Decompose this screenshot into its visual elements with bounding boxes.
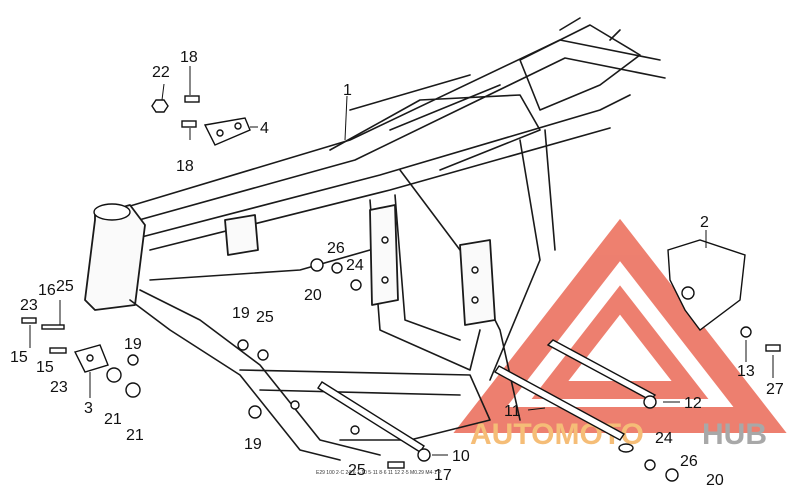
- bolt-11: [493, 365, 626, 441]
- leader-lines: [29, 66, 774, 456]
- callout-13: 13: [737, 363, 755, 380]
- callout-26b: 26: [680, 453, 698, 470]
- callout-12: 12: [684, 395, 702, 412]
- bolt-10: [317, 381, 425, 453]
- bolt-12: [546, 339, 657, 401]
- brand-part2: HUB: [702, 418, 767, 451]
- callout-11: 11: [504, 403, 521, 420]
- callout-20b: 20: [706, 472, 724, 489]
- callout-22: 22: [152, 64, 170, 81]
- cover-2: [667, 239, 746, 331]
- callout-labels: 1 2 3 4 10 11 12 13 15 15 16 17 18 18 19…: [10, 49, 784, 489]
- callout-18a: 18: [180, 49, 198, 66]
- callout-24a: 24: [346, 257, 364, 274]
- callout-18b: 18: [176, 158, 194, 175]
- callout-16: 16: [38, 282, 56, 299]
- callout-19c: 19: [244, 436, 262, 453]
- bracket-4: [203, 117, 251, 146]
- callout-25a: 25: [56, 278, 74, 295]
- callout-26a: 26: [327, 240, 345, 257]
- callout-15a: 15: [10, 349, 28, 366]
- callout-17: 17: [434, 467, 452, 484]
- callout-4: 4: [260, 120, 269, 137]
- callout-27: 27: [766, 381, 784, 398]
- callout-20a: 20: [304, 287, 322, 304]
- callout-21a: 21: [104, 411, 122, 428]
- callout-23a: 23: [20, 297, 38, 314]
- callout-10: 10: [452, 448, 470, 465]
- callout-15b: 15: [36, 359, 54, 376]
- callout-19a: 19: [124, 336, 142, 353]
- callout-19b: 19: [232, 305, 250, 322]
- callout-1: 1: [343, 82, 352, 99]
- callout-23b: 23: [50, 379, 68, 396]
- callout-2: 2: [700, 214, 709, 231]
- callout-25c: 25: [348, 462, 366, 479]
- callout-3: 3: [84, 400, 93, 417]
- callout-25b: 25: [256, 309, 274, 326]
- drawing-code: E29 100 2·C 24·6 1·10 5·11 8·6 11 12 2·5…: [316, 470, 442, 476]
- callout-24b: 24: [655, 430, 673, 447]
- parts: [21, 95, 781, 482]
- callout-21b: 21: [126, 427, 144, 444]
- motorcycle-frame: [84, 17, 666, 461]
